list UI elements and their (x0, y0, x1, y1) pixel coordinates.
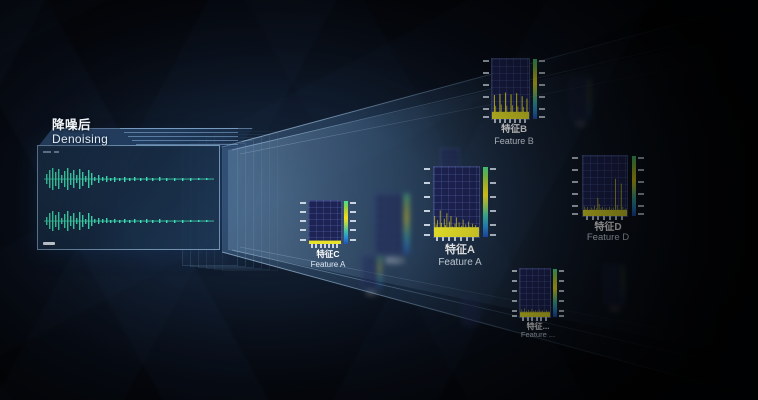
window-title-en: Denoising (52, 131, 109, 146)
window-title-cn: 降噪后 (52, 118, 92, 132)
titlebar-stripes (120, 126, 240, 148)
window-title: 降噪后 Denoising (52, 118, 202, 146)
